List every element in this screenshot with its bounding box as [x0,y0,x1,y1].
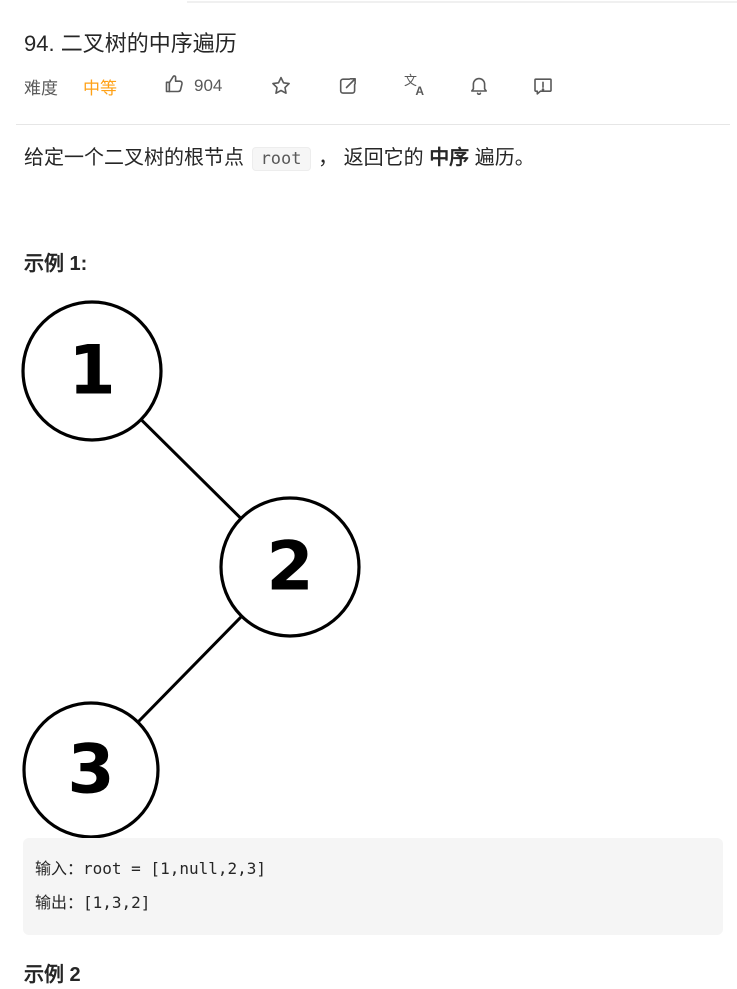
description-text-before: 给定一个二叉树的根节点 [24,147,250,169]
example-1-code-block: 输入：root = [1,null,2,3] 输出：[1,3,2] [23,838,723,935]
share-button[interactable] [336,72,360,100]
example-2-label: 示例 2 [24,964,81,986]
translate-button[interactable]: 文 A [402,72,426,100]
share-icon [336,74,360,98]
tree-diagram: 1 2 3 [0,294,380,844]
page-title: 94. 二叉树的中序遍历 [24,31,237,56]
feedback-icon [531,74,555,98]
difficulty-badge[interactable]: 中等 [83,78,117,98]
example-input-line: 输入：root = [1,null,2,3] [35,859,267,878]
tree-node-circle [21,300,163,442]
feedback-button[interactable] [531,72,555,100]
description-text-middle: ， 返回它的 [312,147,430,169]
binary-tree-svg: 1 2 3 [21,300,361,839]
inline-code-root: root [251,147,311,171]
problem-meta-row: 难度 中等 904 文 A [0,72,737,100]
star-icon [269,74,293,98]
example-1-label: 示例 1: [24,253,88,275]
like-button[interactable]: 904 [162,72,222,100]
translate-icon: 文 A [404,73,424,98]
tree-node-value: 2 [266,528,313,607]
top-divider [187,1,737,3]
favorite-button[interactable] [269,72,293,100]
difficulty-label: 难度 [24,78,58,98]
example-output-line: 输出：[1,3,2] [35,893,151,912]
description-bold-term: 中序 [429,147,470,169]
notification-button[interactable] [467,72,491,100]
tree-node-value: 1 [68,332,115,411]
tree-node-circle [219,496,361,638]
like-count: 904 [194,76,223,95]
tree-node-value: 3 [67,731,114,810]
description-text-after: 遍历。 [469,147,535,169]
header-divider [16,124,730,125]
like-icon [162,72,186,101]
bell-icon [467,74,491,98]
problem-description: 给定一个二叉树的根节点 root ， 返回它的 中序 遍历。 [24,142,714,175]
tree-node-circle [22,701,160,839]
